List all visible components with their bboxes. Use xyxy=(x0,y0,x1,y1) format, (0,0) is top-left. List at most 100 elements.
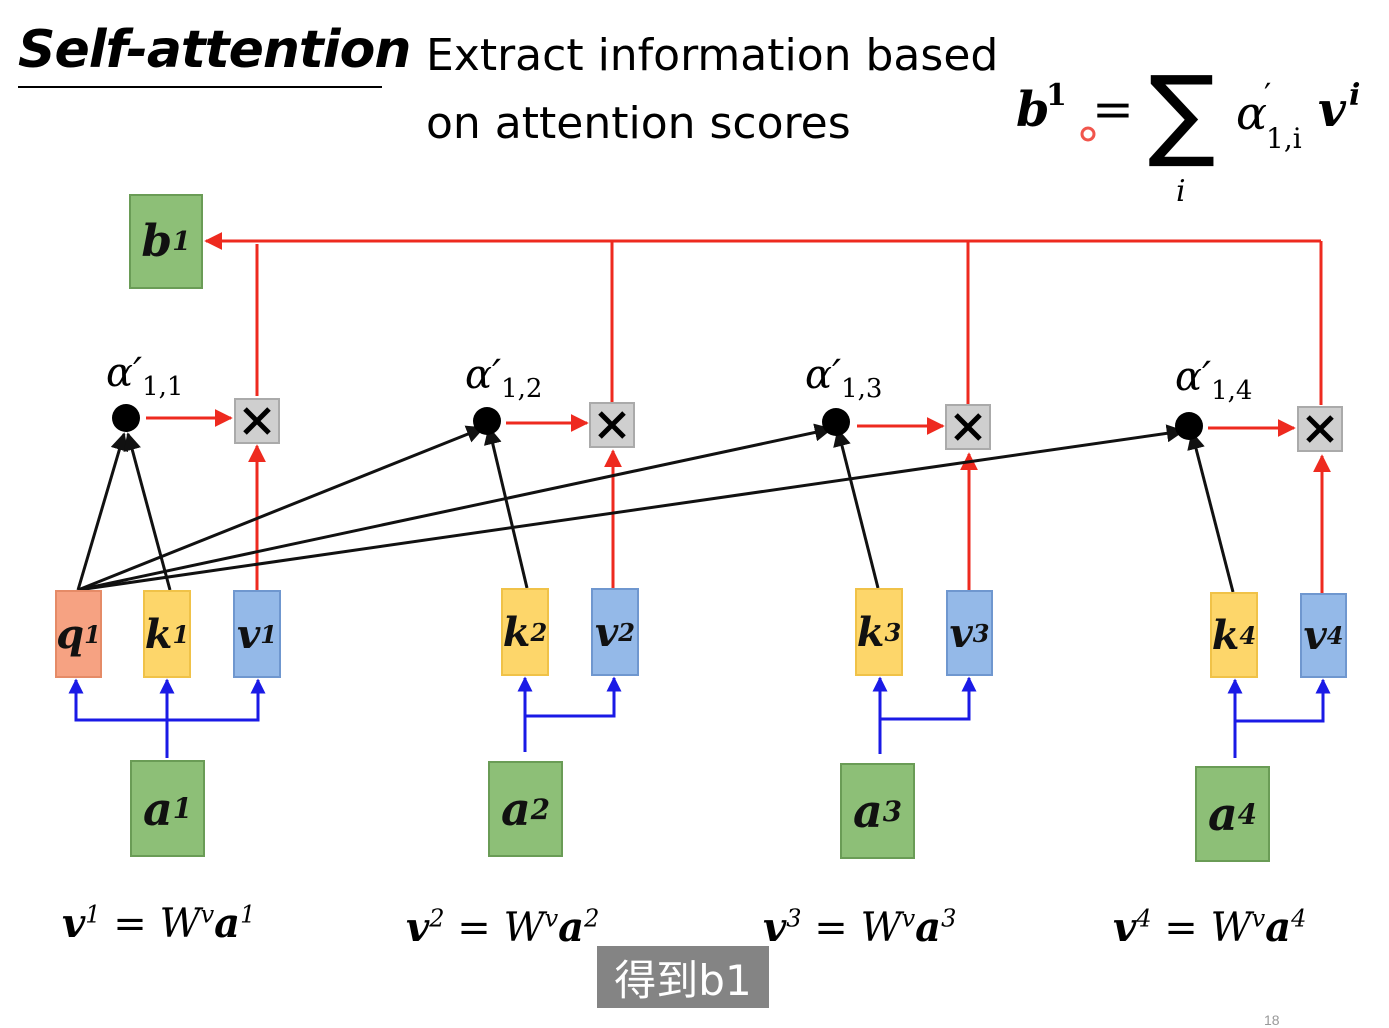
input-sup: 4 xyxy=(1237,797,1257,831)
input-sup: 1 xyxy=(172,792,192,825)
alpha-sub: 1,4 xyxy=(1211,376,1253,406)
value-label: v xyxy=(595,608,619,656)
multiply-icon xyxy=(1306,415,1334,443)
value-label: v xyxy=(237,610,261,658)
value-sup: 1 xyxy=(260,619,277,649)
eq-mid: = W xyxy=(100,901,201,947)
alpha-label-4: α′1,4 xyxy=(1175,354,1252,406)
key-sup: 4 xyxy=(1239,620,1257,650)
video-subtitle: 得到b1 xyxy=(597,946,769,1008)
eq-rhs-sup: 2 xyxy=(584,904,600,933)
input-label: a xyxy=(852,784,883,838)
key-sup: 2 xyxy=(530,617,548,647)
title-underline xyxy=(18,86,382,88)
eq-lhs: v xyxy=(406,904,430,951)
output-box-label: b xyxy=(141,216,173,267)
formula-v: v xyxy=(1318,82,1346,138)
alpha-sub: 1,2 xyxy=(501,374,543,404)
formula-alpha-sub: 1,i xyxy=(1266,122,1302,155)
formula-v-sup: i xyxy=(1349,78,1361,113)
alpha-symbol: α xyxy=(805,352,833,398)
alpha-prime: ′ xyxy=(1202,354,1212,400)
eq-mid: = W xyxy=(801,905,902,951)
eq-rhs-sup: 1 xyxy=(240,900,256,929)
alpha-to-multiply-arrows xyxy=(146,409,1296,437)
formula-equals: = xyxy=(1092,80,1134,138)
equation-v2: v2 = Wva2 xyxy=(406,904,599,951)
key-sup: 1 xyxy=(172,619,190,649)
equation-v4: v4 = Wva4 xyxy=(1113,904,1306,951)
input-blue-arrows xyxy=(68,676,1331,758)
input-sup: 3 xyxy=(882,794,902,828)
alpha-label-1: α′1,1 xyxy=(106,350,183,402)
pointer-dot xyxy=(1080,126,1096,142)
key-label: k xyxy=(856,608,885,656)
alpha-label-2: α′1,2 xyxy=(465,352,542,404)
value-sup: 4 xyxy=(1326,621,1344,650)
eq-w-sup: v xyxy=(901,904,916,933)
multiply-box-3 xyxy=(945,404,991,450)
alpha-prime: ′ xyxy=(492,352,502,398)
alpha-prime: ′ xyxy=(133,350,143,396)
description-line-2: on attention scores xyxy=(426,98,851,149)
output-red-bus xyxy=(204,232,1323,405)
eq-mid: = W xyxy=(444,905,545,951)
query-label: q xyxy=(56,610,85,658)
equation-v3: v3 = Wva3 xyxy=(763,904,956,951)
eq-lhs: v xyxy=(62,900,86,947)
eq-rhs: a xyxy=(558,904,585,951)
eq-rhs-sup: 4 xyxy=(1291,904,1307,933)
input-label: a xyxy=(142,781,173,836)
alpha-dots xyxy=(112,404,1203,440)
eq-w-sup: v xyxy=(200,900,215,929)
multiply-box-2 xyxy=(589,402,635,448)
equation-v1: v1 = Wva1 xyxy=(62,900,255,947)
alpha-sub: 1,1 xyxy=(142,372,184,402)
formula-sum-symbol: ∑ xyxy=(1148,54,1216,171)
key-label: k xyxy=(1211,611,1240,659)
value-sup: 3 xyxy=(972,618,990,648)
key-label: k xyxy=(144,610,173,658)
value-sup: 2 xyxy=(618,617,635,647)
alpha-sub: 1,3 xyxy=(841,374,883,404)
formula-alpha-prime: ′ xyxy=(1264,76,1272,114)
alpha-label-3: α′1,3 xyxy=(805,352,882,404)
multiply-icon xyxy=(954,413,982,441)
input-sup: 2 xyxy=(530,792,550,826)
alpha-symbol: α xyxy=(106,350,134,396)
multiply-box-4 xyxy=(1297,406,1343,452)
multiply-icon xyxy=(598,411,626,439)
alpha-symbol: α xyxy=(465,352,493,398)
alpha-symbol: α xyxy=(1175,354,1203,400)
formula-lhs-sup: 1 xyxy=(1046,78,1067,113)
eq-lhs-sup: 4 xyxy=(1136,904,1152,933)
eq-lhs-sup: 1 xyxy=(85,900,101,929)
slide-title: Self-attention xyxy=(18,20,411,80)
output-box-sup: 1 xyxy=(172,226,191,257)
value-label: v xyxy=(949,609,973,657)
query-key-arrows xyxy=(76,423,1235,593)
multiply-icon xyxy=(243,407,271,435)
eq-w-sup: v xyxy=(1251,904,1266,933)
formula-lhs: b xyxy=(1016,82,1050,138)
description-line-1: Extract information based xyxy=(426,30,999,81)
key-label: k xyxy=(502,608,531,656)
key-sup: 3 xyxy=(884,617,902,647)
value-label: v xyxy=(1303,612,1327,659)
formula-alpha: α xyxy=(1236,86,1268,140)
formula-sum-index: i xyxy=(1176,174,1186,209)
